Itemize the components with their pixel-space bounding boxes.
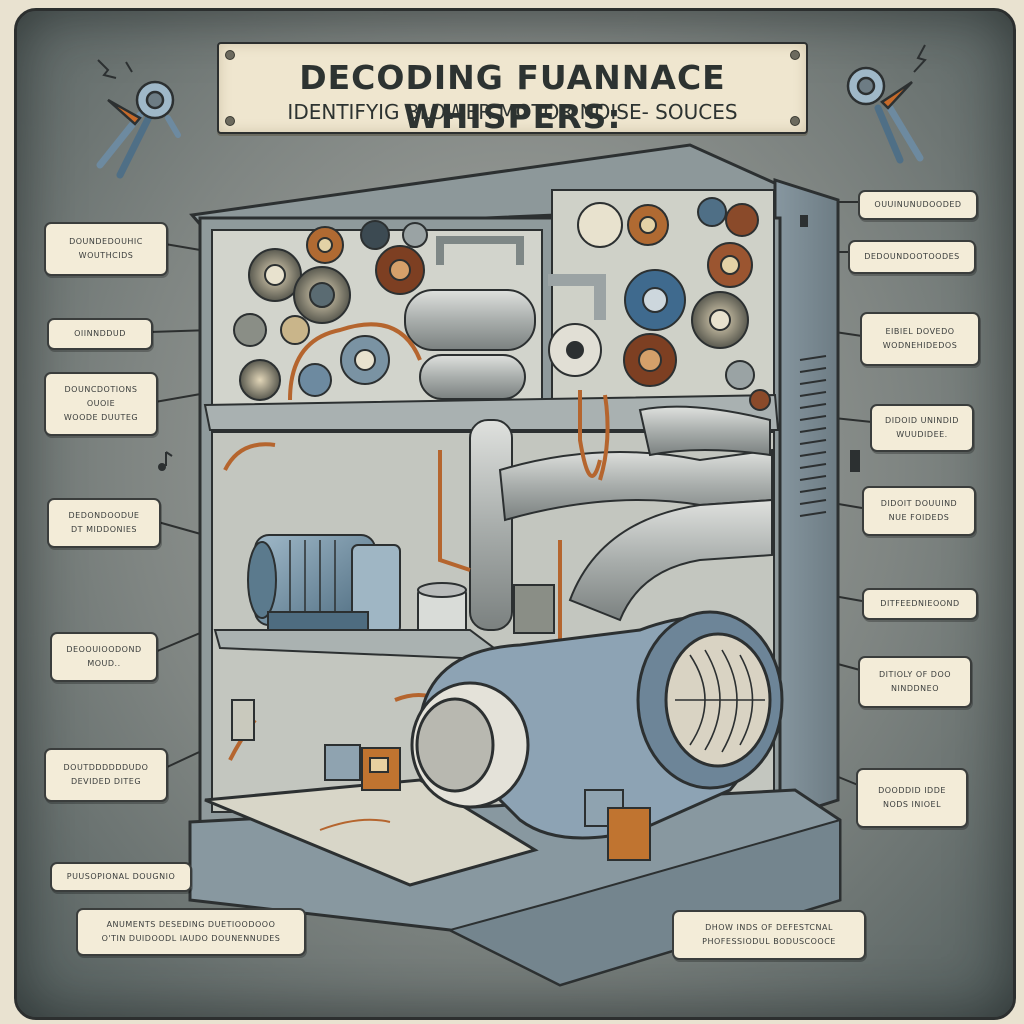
callout-text: PUUSOPIONAL DOUGNIO xyxy=(66,872,176,881)
callout-right-8: DOODDID IDDE NODS INIOEL xyxy=(856,768,968,828)
callout-text: OUUINUNUDOODED xyxy=(874,200,962,209)
callout-text: DEVIDED DITEG xyxy=(70,777,142,786)
music-note-icon xyxy=(158,451,173,471)
callout-text: OUOIE xyxy=(86,399,116,408)
gear-cluster-upper-left xyxy=(233,220,428,401)
callout-text: DEDOUNDOOTOODES xyxy=(864,252,960,261)
rivet xyxy=(225,116,235,126)
capacitor-relays xyxy=(231,699,651,861)
callout-text: DEOOUIOODOND xyxy=(66,645,142,654)
callout-left-3: DOUNCDOTIONS OUOIE WOODE DUUTEG xyxy=(44,372,158,436)
rivet xyxy=(225,50,235,60)
callout-text: NINDDNEO xyxy=(891,684,939,693)
callout-text: DIDOID UNINDID xyxy=(885,416,959,425)
callout-text: O'TIN DUIDOODL IAUDO DOUNENNUDES xyxy=(101,934,281,943)
callout-text: MOUD.. xyxy=(87,659,121,668)
callout-text: DT MIDDONIES xyxy=(71,525,137,534)
callout-left-7: PUUSOPIONAL DOUGNIO xyxy=(50,862,192,892)
rivet xyxy=(790,50,800,60)
callout-left-1: DOUNDEDOUHIC WOUTHCIDS xyxy=(44,222,168,276)
callout-text: DOODDID IDDE xyxy=(878,786,946,795)
callout-text: OIINNDDUD xyxy=(74,329,126,338)
callout-text: NUE FOIDEDS xyxy=(888,513,950,522)
callout-text: EIBIEL DOVEDO xyxy=(885,327,955,336)
callout-left-2: OIINNDDUD xyxy=(47,318,153,350)
callout-text: PHOFESSIODUL BODUSCOOCE xyxy=(702,937,836,946)
callout-right-1: OUUINUNUDOODED xyxy=(858,190,978,220)
blower-housing xyxy=(410,610,784,840)
callout-text: DOUTDDDDDDUDO xyxy=(63,763,149,772)
callout-left-6: DOUTDDDDDDUDO DEVIDED DITEG xyxy=(44,748,168,802)
blower-motor xyxy=(247,534,555,647)
callout-right-2: DEDOUNDOOTOODES xyxy=(848,240,976,274)
callout-text: DOUNDEDOUHIC xyxy=(69,237,143,246)
wrench-pliers-icon-right xyxy=(846,44,927,164)
callout-text: DIDOIT DOUUIND xyxy=(880,499,958,508)
callout-text: DITFEEDNIEOOND xyxy=(880,599,960,608)
callout-text: DOUNCDOTIONS xyxy=(64,385,138,394)
callout-text: WOODE DUUTEG xyxy=(63,413,139,422)
copper-pipes xyxy=(223,322,610,761)
callout-text: DITIOLY OF DOO xyxy=(878,670,952,679)
callout-text: WUUDIDEE. xyxy=(896,430,948,439)
callout-left-5: DEOOUIOODOND MOUD.. xyxy=(50,632,158,682)
callout-text: NODS INIOEL xyxy=(882,800,942,809)
callout-right-4: DIDOID UNINDID WUUDIDEE. xyxy=(870,404,974,452)
callout-text: DHOW INDS OF DEFESTCNAL xyxy=(705,923,833,932)
title-plaque: DECODING FUANNACE WHISPERS: IDENTIFYIG B… xyxy=(217,42,808,136)
callout-right-7: DITIOLY OF DOO NINDDNEO xyxy=(858,656,972,708)
callout-text: ANUMENTS DESEDING DUETIOODOOO xyxy=(106,920,276,929)
title-heading: DECODING FUANNACE WHISPERS: xyxy=(299,58,726,136)
title-subheading: IDENTIFYIG BLOWER MOTOR NOISE- SOUCES xyxy=(287,100,738,124)
rivet xyxy=(790,116,800,126)
callout-right-6: DITFEEDNIEOOND xyxy=(862,588,978,620)
callout-right-3: EIBIEL DOVEDO WODNEHIDEDOS xyxy=(860,312,980,366)
callout-text: WODNEHIDEDOS xyxy=(882,341,958,350)
side-panel-switch xyxy=(850,450,860,472)
callout-text: WOUTHCIDS xyxy=(78,251,134,260)
callout-bottom: DHOW INDS OF DEFESTCNAL PHOFESSIODUL BOD… xyxy=(672,910,866,960)
callout-left-4: DEDONDOODUE DT MIDDONIES xyxy=(47,498,161,548)
gear-cluster-upper-right xyxy=(548,197,771,411)
callout-left-8: ANUMENTS DESEDING DUETIOODOOO O'TIN DUID… xyxy=(76,908,306,956)
wrench-pliers-icon-left xyxy=(96,59,181,179)
callout-right-5: DIDOIT DOUUIND NUE FOIDEDS xyxy=(862,486,976,536)
ductwork xyxy=(404,236,773,631)
callout-text: DEDONDOODUE xyxy=(68,511,140,520)
